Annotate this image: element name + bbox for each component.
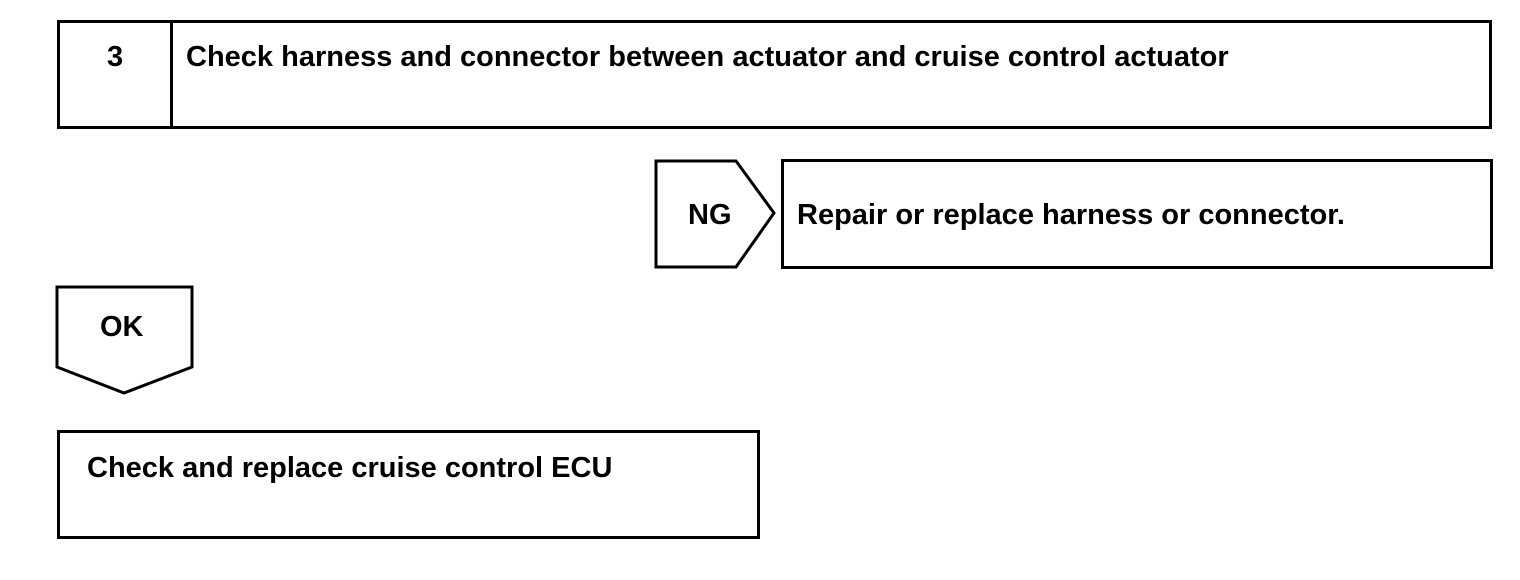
ok-action-box xyxy=(57,430,760,539)
ng-arrow-tab xyxy=(654,159,776,269)
ok-action-text: Check and replace cruise control ECU xyxy=(87,452,613,484)
ok-arrow-tab xyxy=(55,285,194,395)
ok-label: OK xyxy=(100,311,144,343)
step-box xyxy=(57,20,1492,129)
ng-action-box xyxy=(781,159,1493,269)
step-title: Check harness and connector between actu… xyxy=(186,41,1229,73)
ng-action-text: Repair or replace harness or connector. xyxy=(797,199,1345,231)
step-number-divider xyxy=(170,23,173,126)
step-number: 3 xyxy=(107,41,124,73)
ng-label: NG xyxy=(688,199,732,231)
